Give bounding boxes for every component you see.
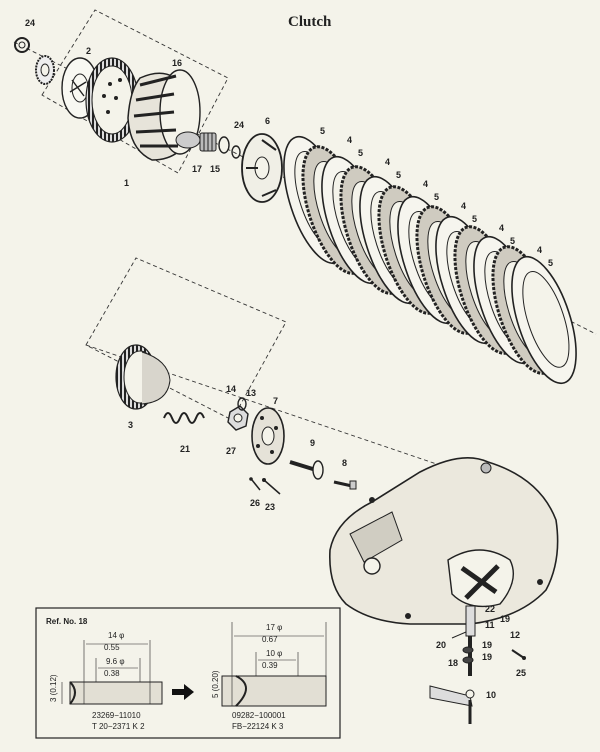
small-pin (249, 477, 261, 491)
label-9: 9 (310, 438, 315, 448)
label-5-plate: 5 (548, 258, 553, 268)
right-dim-17-in: 0.67 (262, 635, 278, 644)
clutch-adjusting-arm (429, 605, 476, 724)
right-dim-17: 17 φ (266, 623, 282, 632)
lever-leader (451, 631, 467, 639)
label-10: 10 (486, 690, 496, 700)
left-part-no: 23269−11010 (92, 711, 141, 720)
clutch-pressure-gear (115, 344, 171, 410)
label-19-upper: 19 (500, 614, 510, 624)
label-4-plate: 4 (537, 245, 542, 255)
right-crankcase-cover (329, 456, 559, 625)
sprocket-washer (14, 37, 30, 53)
label-21: 21 (180, 444, 190, 454)
label-19-mid: 19 (482, 640, 492, 650)
adjust-screw (511, 649, 526, 660)
label-5-plate: 5 (358, 148, 363, 158)
label-25: 25 (516, 668, 526, 678)
label-18: 18 (448, 658, 458, 668)
reference-detail-box: Ref. No. 18 14 φ 0.55 9.6 φ 0.38 3 (0.12… (35, 607, 341, 739)
left-dim-9-in: 0.38 (104, 669, 120, 678)
label-24-lower: 24 (234, 120, 244, 130)
label-12: 12 (510, 630, 520, 640)
label-13: 13 (246, 388, 256, 398)
left-dim-9: 9.6 φ (106, 657, 125, 666)
clutch-outer-basket (127, 69, 201, 161)
label-24-upper: 24 (25, 18, 35, 28)
label-15: 15 (210, 164, 220, 174)
lock-nut (227, 405, 249, 431)
reference-label: Ref. No. 18 (46, 617, 88, 626)
label-27: 27 (226, 446, 236, 456)
label-6: 6 (265, 116, 270, 126)
label-19-lower: 19 (482, 652, 492, 662)
arrow-icon (172, 684, 194, 700)
diagram-title: Clutch (288, 14, 332, 30)
thrust-washer (231, 145, 241, 159)
left-height: 3 (0.12) (49, 674, 58, 702)
label-7: 7 (273, 396, 278, 406)
label-5-plate: 5 (434, 192, 439, 202)
right-height: 5 (0.20) (211, 670, 220, 698)
clutch-gear (85, 57, 139, 143)
clutch-plate (511, 255, 577, 385)
left-dim-14-in: 0.55 (104, 643, 120, 652)
clutch-center (241, 133, 283, 203)
label-5-plate: 5 (320, 126, 325, 136)
label-26: 26 (250, 498, 260, 508)
label-22: 22 (485, 604, 495, 614)
collar-spacer (218, 136, 230, 154)
cross-screw (262, 478, 281, 495)
right-part-no: 09282−100001 (232, 711, 286, 720)
lock-washer (237, 397, 247, 411)
reference-left-bushing: 14 φ 0.55 9.6 φ 0.38 3 (0.12) 23269−1101… (49, 631, 163, 731)
label-23: 23 (265, 502, 275, 512)
needle-bearing (199, 132, 217, 152)
label-8: 8 (342, 458, 347, 468)
right-dim-10-in: 0.39 (262, 661, 278, 670)
label-4-plate: 4 (499, 223, 504, 233)
left-dim-14: 14 φ (108, 631, 124, 640)
hex-bolt (333, 480, 357, 490)
left-code: T 20−2371 K 2 (92, 722, 145, 731)
label-11: 11 (485, 620, 495, 630)
clutch-lifter-plate (251, 407, 285, 465)
label-14: 14 (226, 384, 236, 394)
label-4-plate: 4 (385, 157, 390, 167)
clutch-spring (163, 412, 205, 424)
label-1: 1 (124, 178, 129, 188)
label-17: 17 (192, 164, 202, 174)
clutch-plate-stack (283, 135, 577, 385)
reference-right-bushing: 17 φ 0.67 10 φ 0.39 5 (0.20) 09282−10000… (211, 622, 327, 731)
label-5-plate: 5 (510, 236, 515, 246)
label-3: 3 (128, 420, 133, 430)
label-2: 2 (86, 46, 91, 56)
lifter-rod (289, 460, 324, 480)
right-code: FB−22124 K 3 (232, 722, 284, 731)
primary-sprocket (35, 55, 55, 85)
label-16: 16 (172, 58, 182, 68)
o-ring (462, 646, 474, 664)
label-4-plate: 4 (347, 135, 352, 145)
label-20: 20 (436, 640, 446, 650)
label-4-plate: 4 (461, 201, 466, 211)
label-5-plate: 5 (472, 214, 477, 224)
label-4-plate: 4 (423, 179, 428, 189)
right-dim-10: 10 φ (266, 649, 282, 658)
label-5-plate: 5 (396, 170, 401, 180)
